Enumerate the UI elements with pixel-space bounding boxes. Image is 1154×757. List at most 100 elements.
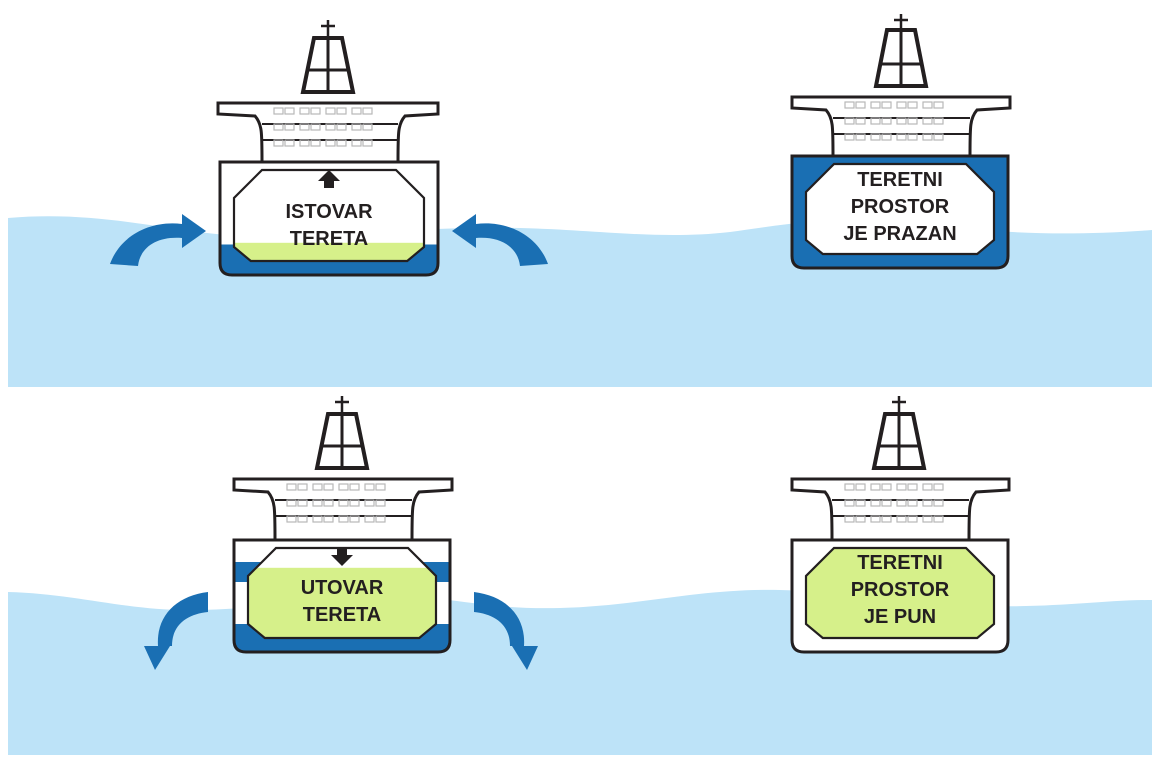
cabin-window	[338, 499, 349, 507]
hull	[790, 154, 1010, 270]
cabin-window	[351, 107, 362, 115]
cabin-window	[907, 117, 918, 125]
cabin-window	[933, 499, 944, 507]
cabin-window	[922, 515, 933, 523]
cabin-window	[286, 515, 297, 523]
cabin-window	[325, 139, 336, 147]
cabin-window	[273, 107, 284, 115]
cabin-window	[933, 117, 944, 125]
hull	[790, 538, 1010, 654]
cabin-window	[844, 499, 855, 507]
cargo	[234, 242, 424, 261]
arrow-up-icon	[318, 170, 340, 188]
cabin-window	[907, 499, 918, 507]
water-outflow-arrow-left-icon	[144, 592, 208, 670]
cabin-window	[351, 123, 362, 131]
cabin-window	[299, 139, 310, 147]
cabin-window	[273, 139, 284, 147]
cabin-window	[933, 133, 944, 141]
hull-outline	[790, 154, 1010, 270]
cabin-window	[881, 499, 892, 507]
cabin-window	[325, 107, 336, 115]
panel-top: ISTOVAR TERETA TERETNI PROSTOR JE PRAZAN	[8, 14, 1152, 387]
cabin-window	[284, 123, 295, 131]
cabin-window	[855, 515, 866, 523]
cabin-window	[336, 139, 347, 147]
cabin-window	[907, 515, 918, 523]
cabin-window	[349, 483, 360, 491]
cabin-window	[933, 515, 944, 523]
water-inflow-arrow-left-icon	[110, 214, 206, 266]
cabin-window	[881, 101, 892, 109]
ship-label-line: JE PRAZAN	[843, 223, 956, 245]
ship-unloading: ISTOVAR TERETA	[110, 20, 548, 277]
cabin-window	[896, 515, 907, 523]
hull-outline	[232, 538, 452, 654]
cabin-window	[855, 133, 866, 141]
cabin-window	[349, 515, 360, 523]
cabin-window	[922, 133, 933, 141]
cabin-window	[297, 515, 308, 523]
bridge-deck	[232, 477, 454, 542]
cabin-window	[855, 101, 866, 109]
cabin-window	[336, 107, 347, 115]
cabin-window	[907, 133, 918, 141]
cabin-window	[844, 117, 855, 125]
cabin-window	[312, 515, 323, 523]
cabin-window	[896, 117, 907, 125]
cabin-windows	[844, 101, 944, 141]
cabin-window	[362, 123, 373, 131]
cabin-window	[922, 117, 933, 125]
ship-label-line: PROSTOR	[851, 579, 950, 601]
ship-label-line: TERETNI	[857, 552, 943, 574]
cabin-window	[323, 499, 334, 507]
cabin-window	[336, 123, 347, 131]
cabin-window	[310, 107, 321, 115]
cabin-window	[375, 499, 386, 507]
cabin-window	[881, 483, 892, 491]
cabin-window	[907, 101, 918, 109]
cabin-window	[855, 499, 866, 507]
cabin-window	[881, 515, 892, 523]
cabin-window	[896, 133, 907, 141]
cabin-window	[375, 515, 386, 523]
cabin-window	[362, 139, 373, 147]
cargo	[248, 567, 436, 638]
cabin-window	[338, 483, 349, 491]
cabin-window	[870, 499, 881, 507]
ship-label-line: TERETNI	[857, 169, 943, 191]
cabin-window	[299, 123, 310, 131]
cabin-window	[870, 101, 881, 109]
cargo-hold-outline	[232, 168, 426, 263]
water-outflow-arrow-right-icon	[474, 592, 538, 670]
bridge-deck	[790, 477, 1011, 542]
cabin-window	[312, 499, 323, 507]
cabin-window	[922, 483, 933, 491]
cabin-window	[364, 515, 375, 523]
cabin-window	[364, 499, 375, 507]
ship-label-line: JE PUN	[864, 606, 936, 628]
cabin-window	[896, 483, 907, 491]
hull-outline	[218, 160, 440, 277]
cabin-windows	[286, 483, 386, 523]
cabin-window	[284, 139, 295, 147]
cargo	[806, 548, 994, 638]
cabin-window	[286, 483, 297, 491]
cabin-window	[297, 483, 308, 491]
ship-loading: UTOVAR TERETA	[144, 396, 538, 670]
side-tank	[966, 156, 1008, 200]
ship-label-line: ISTOVAR	[285, 201, 373, 223]
cabin-window	[870, 515, 881, 523]
cabin-window	[297, 499, 308, 507]
arrow-down-icon	[331, 548, 353, 566]
cabin-window	[844, 101, 855, 109]
cabin-windows	[273, 107, 373, 147]
ship-full: TERETNI PROSTOR JE PUN	[790, 396, 1011, 654]
water-inflow-arrow-right-icon	[452, 214, 548, 266]
cargo-hold-outline	[246, 546, 438, 640]
cabin-window	[933, 483, 944, 491]
cabin-window	[284, 107, 295, 115]
cabin-window	[349, 499, 360, 507]
hull	[232, 538, 452, 654]
hull	[218, 160, 440, 277]
